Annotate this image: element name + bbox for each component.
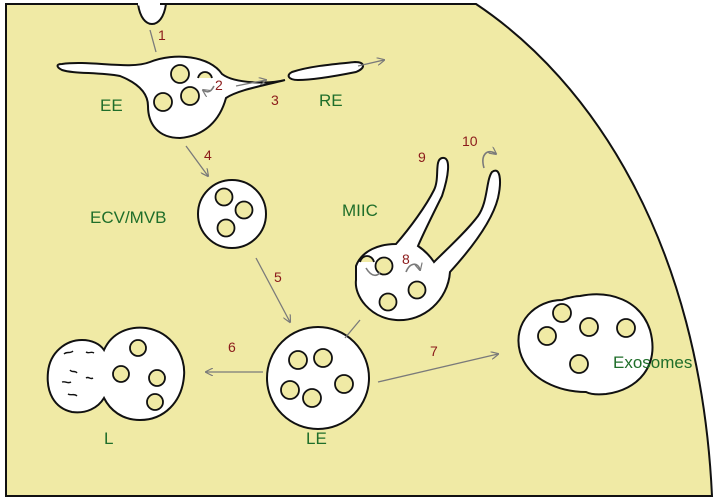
cell-cytoplasm bbox=[6, 4, 712, 496]
le-vesicle bbox=[289, 351, 307, 369]
step-5: 5 bbox=[274, 269, 282, 285]
step-3: 3 bbox=[271, 92, 279, 108]
ecv-mvb bbox=[198, 180, 266, 248]
lysosome-vesicle bbox=[149, 370, 165, 386]
ee-vesicle bbox=[171, 65, 189, 83]
label-le: LE bbox=[306, 429, 327, 448]
le-vesicle bbox=[314, 349, 332, 367]
lysosome-vesicle bbox=[147, 394, 163, 410]
le-vesicle bbox=[281, 381, 299, 399]
exosome-vesicle bbox=[617, 319, 635, 337]
exosome-vesicle bbox=[538, 327, 556, 345]
ee-vesicle bbox=[154, 93, 172, 111]
mvb-vesicle bbox=[218, 220, 235, 237]
step-1: 1 bbox=[158, 27, 166, 43]
label-ee: EE bbox=[100, 96, 123, 115]
step-8: 8 bbox=[402, 251, 410, 267]
miic-vesicle bbox=[376, 258, 393, 275]
label-ecv-mvb: ECV/MVB bbox=[90, 208, 167, 227]
label-exosomes: Exosomes bbox=[613, 353, 692, 372]
step-4: 4 bbox=[204, 147, 212, 163]
label-lysosome: L bbox=[104, 429, 113, 448]
miic-vesicle bbox=[380, 294, 397, 311]
exosome-vesicle bbox=[553, 304, 571, 322]
exosome-vesicle bbox=[580, 318, 598, 336]
step-2: 2 bbox=[215, 77, 223, 93]
le-vesicle bbox=[303, 389, 321, 407]
exosome-vesicle bbox=[570, 355, 588, 373]
late-endosome bbox=[267, 327, 369, 429]
lysosome-vesicle bbox=[113, 366, 129, 382]
miic-vesicle bbox=[409, 282, 426, 299]
label-miic: MIIC bbox=[342, 201, 378, 220]
label-re: RE bbox=[319, 91, 343, 110]
step-7: 7 bbox=[430, 343, 438, 359]
step-6: 6 bbox=[228, 339, 236, 355]
step-10: 10 bbox=[462, 133, 478, 149]
ee-vesicle bbox=[181, 87, 199, 105]
step-9: 9 bbox=[418, 149, 426, 165]
le-vesicle bbox=[335, 375, 353, 393]
mvb-vesicle bbox=[236, 202, 253, 219]
lysosome-vesicle bbox=[130, 340, 146, 356]
mvb-vesicle bbox=[216, 189, 233, 206]
